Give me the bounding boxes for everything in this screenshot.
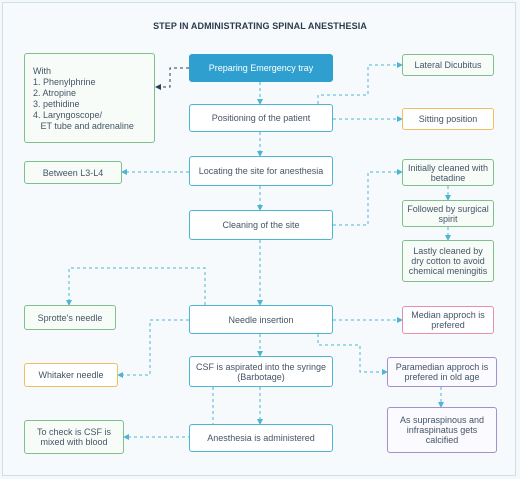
step-anesthesia-administered: Anesthesia is administered [189,424,333,452]
step-cleaning: Cleaning of the site [189,210,333,240]
list-line: With [33,65,51,76]
needle-sprotte: Sprotte's needle [24,305,116,330]
emergency-tray-list-box: With 1. Phenylphrine 2. Atropine 3. peth… [24,53,155,143]
cleaning-step-dry-cotton: Lastly cleaned by dry cotton to avoid ch… [402,240,494,282]
list-line: 2. Atropine [33,87,77,98]
diagram-title: STEP IN ADMINISTRATING SPINAL ANESTHESIA [153,21,367,31]
step-needle-insertion: Needle insertion [189,305,333,334]
step-csf-aspirated: CSF is aspirated into the syringe (Barbo… [189,356,333,387]
edge-positioning-lateral [317,62,403,104]
list-line: 4. Laryngoscope/ [33,109,103,120]
approach-paramedian-reason: As supraspinous and infraspinatus gets c… [387,407,497,453]
site-between-l3-l4: Between L3-L4 [24,161,122,184]
needle-whitaker: Whitaker needle [24,363,118,387]
list-line: 1. Phenylphrine [33,76,96,87]
step-positioning: Positioning of the patient [189,104,333,132]
edge-cleaning-betadine [333,169,403,226]
emergency-tray-list: With 1. Phenylphrine 2. Atropine 3. peth… [33,66,134,131]
option-lateral-decubitus: Lateral Dicubitus [402,54,494,76]
edge-needle-sprotte [66,267,206,306]
step-emergency-tray: Preparing Emergency tray [189,54,333,82]
csf-blood-check: To check is CSF is mixed with blood [24,420,124,454]
step-locating: Locating the site for anesthesia [189,156,333,186]
list-line: 3. pethidine [33,98,80,109]
edge-tray-list [155,67,189,90]
approach-paramedian: Paramedian approch is prefered in old ag… [387,357,497,387]
approach-median: Median approch is prefered [402,306,494,334]
cleaning-step-spirit: Followed by surgical spirit [402,200,494,227]
cleaning-step-betadine: Initially cleaned with betadine [402,159,494,186]
edge-needle-whitaker [117,319,189,378]
list-line: ET tube and adrenaline [33,120,134,131]
edge-needle-paramedian [317,334,388,375]
option-sitting-position: Sitting position [402,108,494,130]
